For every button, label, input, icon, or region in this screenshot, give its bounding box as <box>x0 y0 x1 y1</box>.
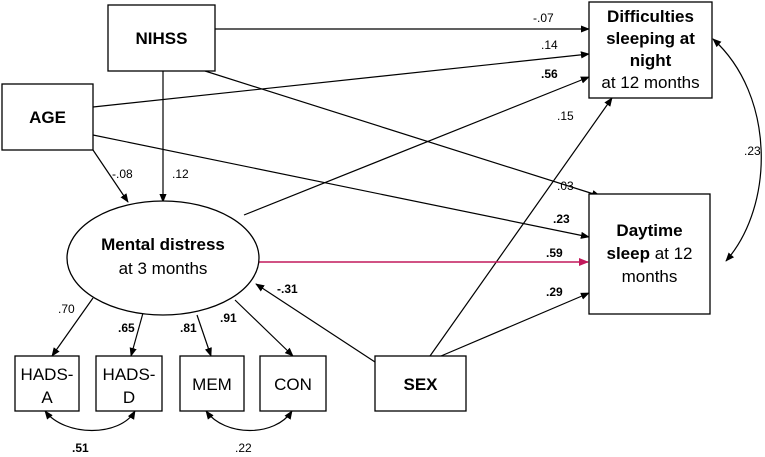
coef-mental-hads-a: .70 <box>58 302 75 316</box>
node-con: CON <box>259 355 327 412</box>
coef-cov-mem-con: .22 <box>235 441 252 455</box>
node-hads-d-line2: D <box>123 388 135 407</box>
node-mem: MEM <box>179 355 245 412</box>
node-difficulties-line1: Difficulties <box>607 7 694 26</box>
path-mental-to-con <box>234 299 294 357</box>
node-sex-label: SEX <box>403 375 438 394</box>
node-difficulties-sleeping: Difficulties sleeping at night at 12 mon… <box>588 1 713 99</box>
path-sex-to-mental <box>255 283 376 363</box>
node-difficulties-line3: night <box>630 51 672 70</box>
node-daytime-line3: months <box>622 267 678 286</box>
coef-age-daytime: .23 <box>553 212 570 226</box>
coef-mental-daytime: .59 <box>546 246 563 260</box>
node-sex: SEX <box>374 355 467 412</box>
node-age-label: AGE <box>29 108 66 127</box>
node-age: AGE <box>1 83 94 151</box>
node-daytime-line2-rest: at 12 <box>650 244 693 263</box>
path-age-to-difficulties <box>92 51 590 108</box>
node-hads-d-line1: HADS- <box>103 365 156 384</box>
path-mental-to-mem <box>196 314 212 357</box>
coef-nihss-difficulties: -.07 <box>533 11 554 25</box>
node-mental-distress: Mental distress at 3 months <box>66 200 260 316</box>
node-hads-a: HADS- A <box>14 355 80 412</box>
node-hads-a-line2: A <box>41 388 53 407</box>
path-sex-to-difficulties <box>429 97 613 357</box>
coef-nihss-daytime: .03 <box>557 179 574 193</box>
path-nihss-to-daytime <box>204 70 601 197</box>
node-daytime-line2-bold: sleep <box>606 244 649 263</box>
coef-sex-daytime: .29 <box>546 285 563 299</box>
coef-mental-mem: .81 <box>180 321 197 335</box>
coef-sex-mental: -.31 <box>277 282 298 296</box>
path-age-to-daytime <box>92 134 590 239</box>
coef-mental-hads-d: .65 <box>118 321 135 335</box>
node-daytime-sleep: Daytime sleep at 12 months <box>588 193 711 315</box>
node-daytime-line1: Daytime <box>616 221 682 240</box>
path-mental-to-hads-a <box>51 297 94 357</box>
path-age-to-mental <box>92 149 129 203</box>
node-hads-d: HADS- D <box>95 355 163 412</box>
node-nihss: NIHSS <box>107 4 216 72</box>
covariance-mem-con <box>205 410 293 431</box>
node-difficulties-line2: sleeping at <box>606 29 695 48</box>
path-sex-to-daytime <box>440 292 590 357</box>
path-mental-to-hads-d <box>129 312 144 357</box>
coef-cov-difficulties-daytime: .23 <box>744 144 761 158</box>
coef-nihss-mental: .12 <box>172 167 189 181</box>
covariance-hads-a-hads-d <box>44 410 136 431</box>
node-mental-distress-line2: at 3 months <box>119 259 208 278</box>
coef-cov-hads: .51 <box>72 441 89 455</box>
node-difficulties-line4: at 12 months <box>601 73 699 92</box>
coef-sex-difficulties: .15 <box>557 109 574 123</box>
node-daytime-line2: sleep at 12 <box>606 244 692 263</box>
node-mental-distress-line1: Mental distress <box>101 235 225 254</box>
covariance-difficulties-daytime <box>712 38 762 262</box>
coef-age-difficulties: .14 <box>541 38 558 52</box>
coef-mental-difficulties: .56 <box>541 67 558 81</box>
coef-mental-con: .91 <box>220 311 237 325</box>
path-mental-to-difficulties <box>243 76 590 216</box>
coef-age-mental: -.08 <box>112 167 133 181</box>
node-nihss-label: NIHSS <box>136 29 188 48</box>
node-mem-label: MEM <box>192 375 232 394</box>
node-con-label: CON <box>274 375 312 394</box>
node-hads-a-line1: HADS- <box>21 365 74 384</box>
